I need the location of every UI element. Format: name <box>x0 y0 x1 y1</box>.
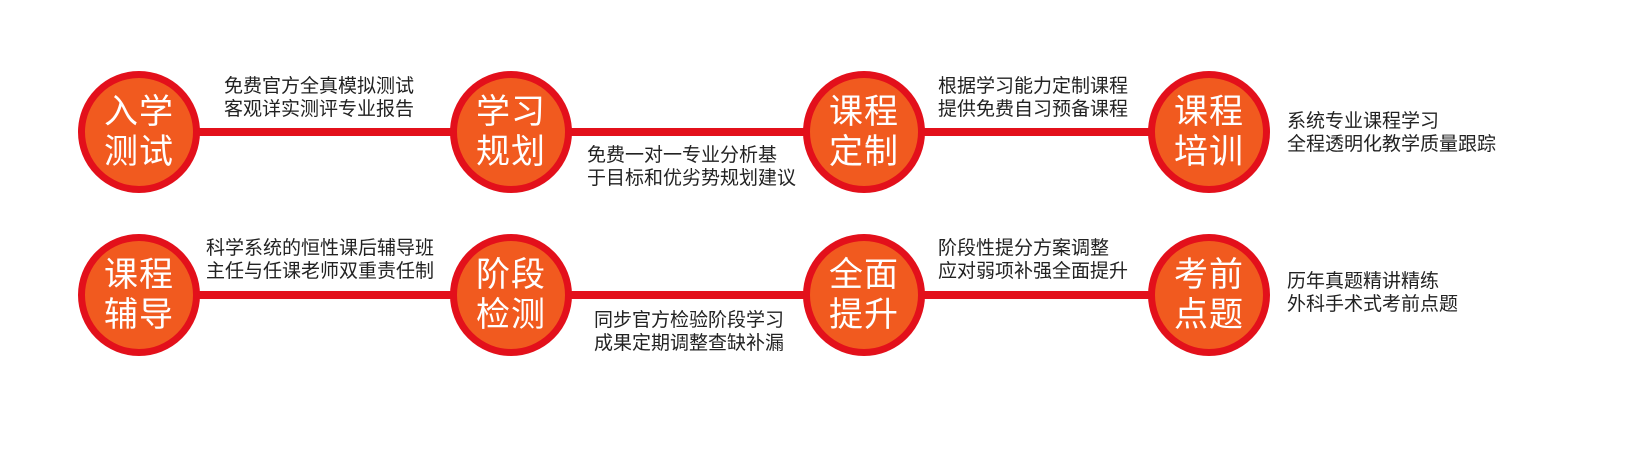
node-label: 检测 <box>476 295 546 335</box>
step-description: 历年真题精讲精练 外科手术式考前点题 <box>1287 270 1458 316</box>
step-description: 免费一对一专业分析基 于目标和优劣势规划建议 <box>587 144 796 190</box>
desc-line: 成果定期调整查缺补漏 <box>594 332 785 354</box>
node-label: 提升 <box>829 295 899 335</box>
step-node-course-training: 课程 培训 <box>1148 71 1270 193</box>
connector-line <box>195 128 455 136</box>
node-label: 考前 <box>1174 255 1244 295</box>
step-node-overall-improve: 全面 提升 <box>803 234 925 356</box>
connector-line <box>920 291 1150 299</box>
step-node-study-plan: 学习 规划 <box>450 71 572 193</box>
step-description: 根据学习能力定制课程 提供免费自习预备课程 <box>938 75 1128 121</box>
node-label: 辅导 <box>104 295 174 335</box>
node-label: 入学 <box>104 92 174 132</box>
node-label: 规划 <box>476 132 546 172</box>
desc-line: 历年真题精讲精练 <box>1287 270 1440 292</box>
desc-line: 科学系统的恒性课后辅导班 <box>206 237 435 259</box>
step-description: 免费官方全真模拟测试 客观详实测评专业报告 <box>224 75 414 121</box>
desc-line: 于目标和优劣势规划建议 <box>587 167 797 189</box>
desc-line: 同步官方检验阶段学习 <box>594 309 785 331</box>
desc-line: 阶段性提分方案调整 <box>938 237 1110 259</box>
connector-line <box>920 128 1150 136</box>
step-node-stage-check: 阶段 检测 <box>450 234 572 356</box>
step-description: 科学系统的恒性课后辅导班 主任与任课老师双重责任制 <box>206 237 434 283</box>
step-description: 阶段性提分方案调整 应对弱项补强全面提升 <box>938 237 1128 283</box>
node-label: 全面 <box>829 255 899 295</box>
desc-line: 免费一对一专业分析基 <box>587 144 778 166</box>
node-label: 点题 <box>1174 295 1244 335</box>
step-description: 同步官方检验阶段学习 成果定期调整查缺补漏 <box>594 309 784 355</box>
node-label: 课程 <box>1174 92 1244 132</box>
step-node-course-tutoring: 课程 辅导 <box>78 234 200 356</box>
desc-line: 全程透明化教学质量跟踪 <box>1287 133 1497 155</box>
step-node-exam-tips: 考前 点题 <box>1148 234 1270 356</box>
desc-line: 系统专业课程学习 <box>1287 110 1440 132</box>
desc-line: 根据学习能力定制课程 <box>938 75 1129 97</box>
desc-line: 客观详实测评专业报告 <box>224 98 415 120</box>
desc-line: 提供免费自习预备课程 <box>938 98 1129 120</box>
desc-line: 外科手术式考前点题 <box>1287 293 1459 315</box>
node-label: 阶段 <box>476 255 546 295</box>
desc-line: 免费官方全真模拟测试 <box>224 75 415 97</box>
node-label: 测试 <box>104 132 174 172</box>
node-label: 培训 <box>1174 132 1244 172</box>
node-label: 课程 <box>829 92 899 132</box>
node-label: 定制 <box>829 132 899 172</box>
node-label: 课程 <box>104 255 174 295</box>
desc-line: 应对弱项补强全面提升 <box>938 260 1129 282</box>
step-description: 系统专业课程学习 全程透明化教学质量跟踪 <box>1287 110 1496 156</box>
node-label: 学习 <box>476 92 546 132</box>
step-node-course-custom: 课程 定制 <box>803 71 925 193</box>
connector-line <box>195 291 455 299</box>
connector-line <box>568 128 808 136</box>
connector-line <box>568 291 808 299</box>
desc-line: 主任与任课老师双重责任制 <box>206 260 435 282</box>
step-node-entrance-test: 入学 测试 <box>78 71 200 193</box>
